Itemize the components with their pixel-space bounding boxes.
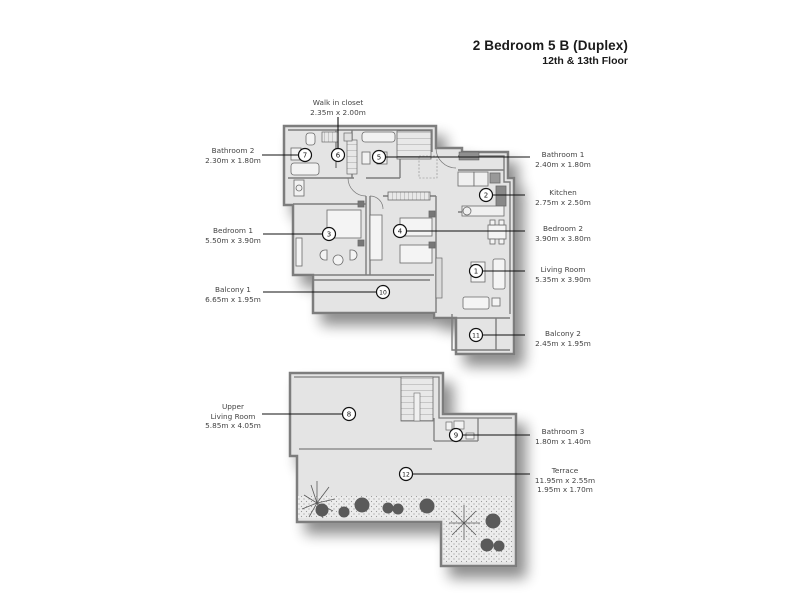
svg-text:10: 10 [379, 290, 387, 297]
callout-3 [321, 226, 337, 242]
label-terrace: Terrace 11.95m x 2.55m 1.95m x 1.70m [534, 466, 596, 494]
staircase [396, 130, 432, 160]
bathroom-3-fixtures [445, 420, 475, 440]
callout-2 [478, 187, 494, 203]
svg-text:8: 8 [347, 411, 351, 419]
svg-text:9: 9 [454, 432, 458, 440]
floor-levels: 12th & 13th Floor [542, 55, 628, 67]
bathroom-2-fixtures [290, 132, 320, 197]
label-kitchen: Kitchen 2.75m x 2.50m [535, 188, 591, 207]
callout-11 [468, 327, 484, 343]
svg-text:11: 11 [472, 333, 480, 340]
label-balcony-2: Balcony 2 2.45m x 1.95m [535, 329, 591, 348]
label-bathroom-3: Bathroom 3 1.80m x 1.40m [535, 427, 591, 446]
upper-floor-interior [294, 376, 512, 450]
unit-name: 2 Bedroom 5 B (Duplex) [472, 38, 628, 53]
svg-text:4: 4 [398, 228, 403, 236]
callout-12 [398, 466, 414, 482]
plan-title: 2 Bedroom 5 B (Duplex) 12th & 13th Floor [473, 38, 628, 67]
svg-text:2: 2 [484, 192, 488, 200]
kitchen-fixtures [457, 171, 507, 217]
label-bathroom-2: Bathroom 2 2.30m x 1.80m [205, 146, 261, 165]
callout-6 [330, 147, 346, 163]
ac-unit [458, 151, 480, 161]
dining-table [487, 219, 507, 245]
callout-numbers: 1 2 3 4 5 6 7 8 9 10 11 12 [303, 152, 488, 479]
callout-4 [392, 223, 408, 239]
callout-leaders [262, 117, 530, 475]
svg-text:3: 3 [327, 231, 331, 239]
svg-text:5: 5 [377, 154, 381, 162]
label-bathroom-1: Bathroom 1 2.40m x 1.80m [535, 150, 591, 169]
callout-10 [375, 284, 391, 300]
label-living-room: Living Room 5.35m x 3.90m [535, 265, 591, 284]
plant-icons [301, 481, 505, 552]
callout-1 [468, 263, 484, 279]
callout-markers [297, 147, 494, 482]
label-bedroom-2: Bedroom 2 3.90m x 3.80m [535, 224, 591, 243]
callout-7 [297, 147, 313, 163]
svg-text:7: 7 [303, 152, 307, 160]
svg-text:1: 1 [474, 268, 478, 276]
label-walk-in-closet: Walk in closet 2.35m x 2.00m [310, 98, 366, 117]
callout-8 [341, 406, 357, 422]
svg-text:6: 6 [336, 152, 341, 160]
label-bedroom-1: Bedroom 1 5.50m x 3.90m [205, 226, 261, 245]
svg-text:12: 12 [402, 472, 410, 479]
lower-floor [282, 124, 516, 356]
terrace-planter-corner [443, 496, 512, 562]
label-upper-living-room: Upper Living Room 5.85m x 4.05m [205, 402, 261, 430]
label-balcony-1: Balcony 1 6.65m x 1.95m [205, 285, 261, 304]
callout-9 [448, 427, 464, 443]
callout-5 [371, 149, 387, 165]
